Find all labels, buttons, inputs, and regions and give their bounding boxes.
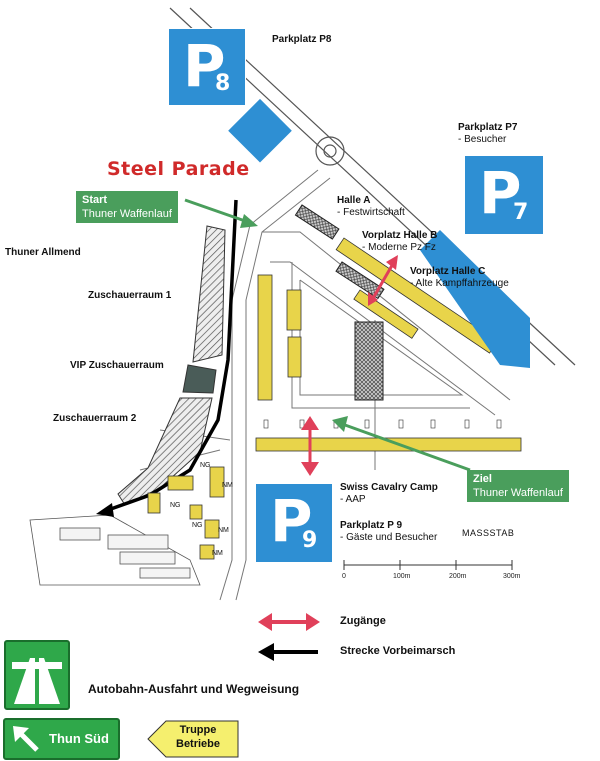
code-ng-3: NG	[192, 522, 203, 529]
map-title: Steel Parade	[107, 158, 250, 180]
legend-route-label: Strecke Vorbeimarsch	[340, 645, 456, 657]
p7-area	[420, 230, 530, 368]
label-zuschauer-1: Zuschauerraum 1	[88, 290, 172, 301]
label-vip: VIP Zuschauerraum	[70, 360, 164, 371]
label-halle-c: Vorplatz Halle C- Alte Kampffahrzeuge	[410, 266, 509, 289]
entrance-markers	[263, 419, 502, 429]
p9-number: 9	[302, 528, 318, 553]
p9-sign: P 9	[255, 483, 333, 563]
spectator-areas	[117, 225, 226, 506]
code-ng-1: NG	[170, 502, 181, 509]
label-halle-b: Vorplatz Halle B- Moderne Pz Fz	[362, 230, 438, 253]
p7-sign: P 7	[464, 155, 544, 235]
p8-sign: P 8	[168, 28, 246, 106]
scale-bar	[343, 560, 513, 570]
scale-tick-200: 200m	[449, 573, 467, 580]
code-nm-2: NM	[218, 527, 229, 534]
p8-number: 8	[215, 71, 231, 96]
legend-access-arrow	[258, 613, 320, 631]
barracks-area	[29, 514, 201, 586]
p9-letter: P	[270, 487, 313, 555]
halls	[294, 204, 385, 401]
truppe-sign-shape	[147, 720, 239, 758]
p7-label: Parkplatz P7- Besucher	[458, 122, 518, 145]
p8-area	[228, 98, 292, 163]
scale-tick-300: 300m	[503, 573, 521, 580]
arrow-up-left-icon	[13, 726, 39, 752]
p7-letter: P	[479, 159, 522, 227]
label-cavalry: Swiss Cavalry Camp- AAP	[340, 482, 438, 505]
label-halle-a: Halle A- Festwirtschaft	[337, 195, 405, 218]
scale-tick-100: 100m	[393, 573, 411, 580]
legend-access-label: Zugänge	[340, 615, 386, 627]
label-zuschauer-2: Zuschauerraum 2	[53, 413, 137, 424]
callout-pointers	[184, 198, 471, 472]
p8-label: Parkplatz P8	[272, 34, 332, 45]
scale-tick-0: 0	[342, 573, 346, 580]
code-nm-3: NM	[212, 550, 223, 557]
highway-sign	[4, 640, 70, 710]
p9-label: Parkplatz P 9- Gäste und Besucher	[340, 520, 438, 543]
highway-icon	[12, 658, 62, 704]
p8-letter: P	[183, 32, 226, 100]
thun-sued-label: Thun Süd	[49, 731, 109, 746]
code-ng-2: NG	[200, 462, 211, 469]
label-allmend: Thuner Allmend	[5, 247, 81, 258]
legend-highway-label: Autobahn-Ausfahrt und Wegweisung	[88, 682, 300, 696]
access-arrows	[301, 255, 398, 476]
scale-title: MASSSTAB	[462, 528, 515, 538]
yellow-buildings	[147, 237, 522, 560]
code-nm-1: NM	[222, 482, 233, 489]
legend-route-arrow	[258, 643, 318, 661]
thun-sued-sign: Thun Süd	[3, 718, 120, 760]
p7-number: 7	[513, 200, 529, 225]
